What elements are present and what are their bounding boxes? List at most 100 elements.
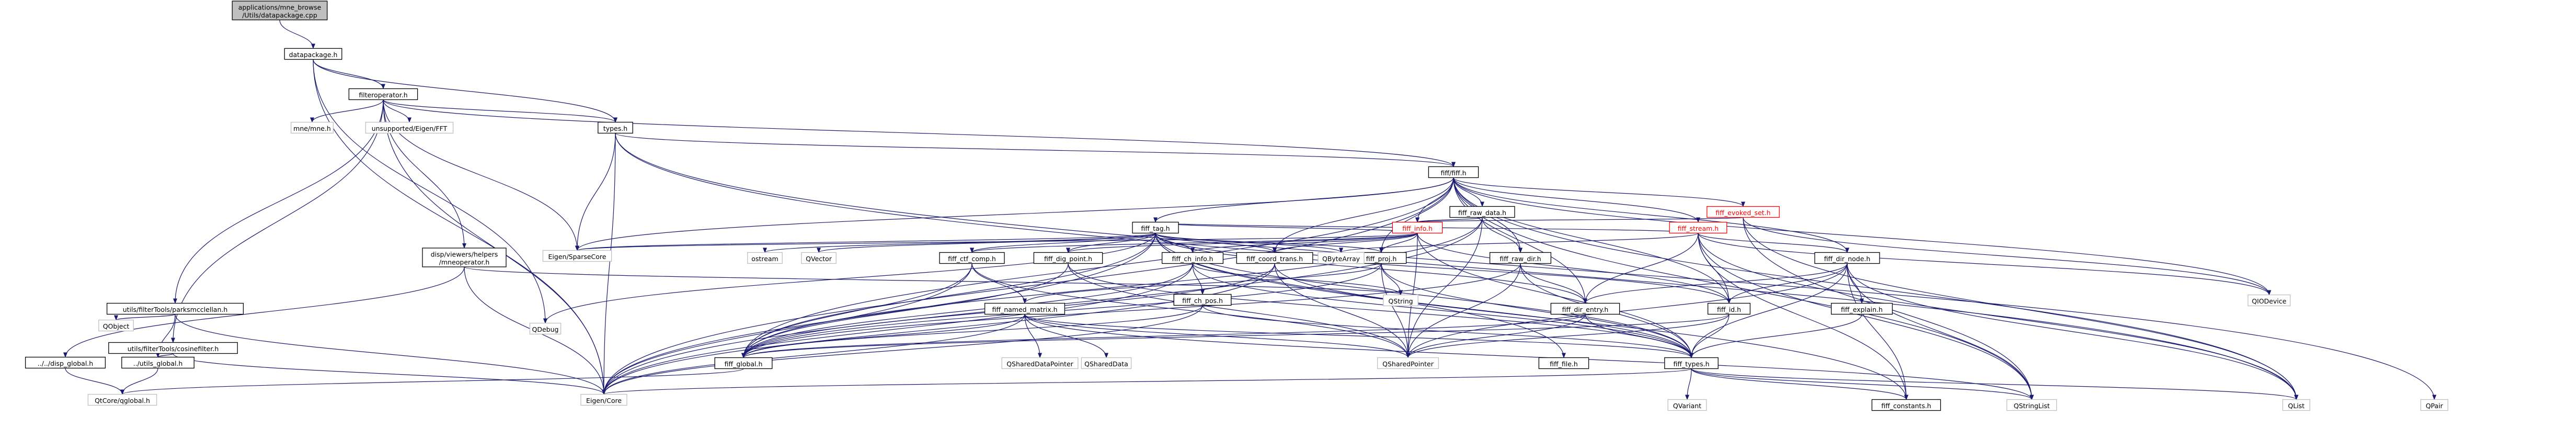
- node-label: fiff_ch_info.h: [1172, 255, 1213, 263]
- node-fifffile[interactable]: fiff_file.h: [1538, 357, 1589, 369]
- node-qvariant[interactable]: QVariant: [1667, 399, 1707, 411]
- edge-dispmnepath-to-qstring: [464, 266, 1403, 296]
- node-fiffchpos[interactable]: fiff_ch_pos.h: [1173, 294, 1232, 306]
- node-fiffevokedset[interactable]: fiff_evoked_set.h: [1707, 206, 1780, 218]
- node-fiffchinfo[interactable]: fiff_ch_info.h: [1161, 252, 1224, 264]
- node-label: ../../disp_global.h: [38, 359, 93, 367]
- node-fifffiff[interactable]: fiff/fiff.h: [1428, 166, 1479, 178]
- node-utilsglobal[interactable]: ../utils_global.h: [121, 356, 194, 369]
- edge-fiffstream-to-fiffconstants: [1698, 233, 1908, 400]
- node-fiffid[interactable]: fiff_id.h: [1707, 302, 1751, 315]
- node-label: ostream: [751, 255, 778, 263]
- node-box: [1707, 302, 1751, 315]
- node-fifftag[interactable]: fiff_tag.h: [1132, 221, 1179, 234]
- node-box: [1132, 221, 1179, 234]
- node-fiffstream[interactable]: fiff_stream.h: [1669, 221, 1727, 234]
- edge-datapackage-to-filteroperator: [313, 59, 385, 89]
- node-qshareddatapointer[interactable]: QSharedDataPointer: [1001, 357, 1079, 369]
- node-box: [2006, 399, 2057, 411]
- node-label: QDebug: [532, 325, 559, 333]
- node-fiffdirnode[interactable]: fiff_dir_node.h: [1814, 252, 1880, 264]
- edge-fiffproj-to-qsharedpointer: [1381, 263, 1410, 358]
- node-label: QIODevice: [2252, 297, 2286, 305]
- edge-fifffiff-to-fiffinfo: [1415, 177, 1454, 223]
- node-box: [801, 252, 837, 264]
- node-types[interactable]: types.h: [598, 121, 633, 134]
- node-fifftypes[interactable]: fiff_types.h: [1664, 357, 1719, 369]
- node-eigencore[interactable]: Eigen/Core: [580, 394, 627, 406]
- node-box: [1033, 252, 1103, 264]
- node-fiffconstants[interactable]: fiff_constants.h: [1871, 399, 1941, 411]
- node-label: utils/filterTools/cosinefilter.h: [128, 345, 219, 353]
- node-fiffglobal[interactable]: fiff_global.h: [714, 357, 773, 369]
- node-fiffinfo[interactable]: fiff_info.h: [1392, 221, 1443, 234]
- node-fiffrawdata[interactable]: fiff_raw_data.h: [1449, 206, 1515, 218]
- edge-fiffid-to-fiffglobal: [741, 314, 1730, 358]
- node-qstring[interactable]: QString: [1383, 294, 1418, 307]
- node-cosinefilter[interactable]: utils/filterTools/cosinefilter.h: [108, 342, 238, 354]
- node-qdebug[interactable]: QDebug: [529, 322, 562, 335]
- node-filteroperator[interactable]: filteroperator.h: [348, 88, 418, 100]
- edge-fiffevokedset-to-qiodevice: [1743, 217, 2271, 296]
- edge-fifftag-to-fiffdirentry: [1155, 233, 1587, 304]
- edge-datapackage-to-types: [313, 59, 617, 123]
- edge-types-to-eigensparse: [575, 133, 616, 251]
- node-qbytearray[interactable]: QByteArray: [1318, 252, 1365, 264]
- node-qtcoreglobal[interactable]: QtCore/qglobal.h: [87, 394, 157, 406]
- edge-fiffinfo-to-fiffid: [1417, 233, 1731, 304]
- edge-fiffstream-to-qstringlist: [1698, 233, 2034, 400]
- node-box: [1538, 357, 1589, 369]
- node-label: QSharedData: [1084, 360, 1128, 368]
- node-dispmnepath[interactable]: disp/viewers/helpers/mneoperator.h: [422, 248, 507, 267]
- node-fiffdirentry[interactable]: fiff_dir_entry.h: [1550, 302, 1620, 315]
- node-dispglobal[interactable]: ../../disp_global.h: [25, 356, 106, 369]
- edge-cosinefilter-to-eigencore: [173, 353, 606, 395]
- node-label: fiff_raw_data.h: [1458, 209, 1506, 217]
- node-datapackage[interactable]: datapackage.h: [284, 48, 342, 60]
- edge-fiffdigpoint-to-qsharedpointer: [1068, 263, 1410, 358]
- node-mnemne[interactable]: mne/mne.h: [290, 121, 334, 134]
- node-qiodevice[interactable]: QIODevice: [2247, 294, 2291, 307]
- node-qsharedpointer[interactable]: QSharedPointer: [1377, 357, 1439, 369]
- edge-fiffstream-to-qlist: [1698, 233, 2298, 400]
- node-ostream[interactable]: ostream: [747, 252, 783, 264]
- edge-fiffrawdata-to-qsharedpointer: [1406, 217, 1483, 358]
- edge-filteroperator-to-fifffiff: [383, 99, 1456, 167]
- edge-fiffcoordtrans-to-fifftypes: [1274, 263, 1693, 358]
- edge-fifftag-to-fifftypes: [1155, 233, 1693, 358]
- node-box: [2282, 399, 2310, 411]
- edge-fifftag-to-qdebug: [543, 233, 1156, 324]
- node-qobject[interactable]: QObject: [98, 319, 134, 332]
- nodes-layer: applications/mne_browse/Utils/datapackag…: [25, 1, 2448, 411]
- node-qshareddata[interactable]: QSharedData: [1081, 357, 1132, 369]
- node-eigensparse[interactable]: Eigen/SparseCore: [542, 250, 612, 262]
- node-label: fiff_dig_point.h: [1044, 255, 1092, 263]
- node-box: [1377, 357, 1439, 369]
- edge-fiffdirnode-to-fiffconstants: [1847, 263, 1908, 400]
- edge-fifftag-to-fiffdigpoint: [1066, 233, 1156, 253]
- edge-fiffrawdir-to-fiffglobal: [741, 263, 1521, 358]
- node-label: fiff_ch_pos.h: [1182, 297, 1223, 305]
- node-fiffnamedmatrix[interactable]: fiff_named_matrix.h: [984, 302, 1066, 315]
- node-parksmcclellan[interactable]: utils/filterTools/parksmcclellan.h: [106, 302, 244, 315]
- node-box: [1428, 166, 1479, 178]
- node-fiffrawdir[interactable]: fiff_raw_dir.h: [1489, 252, 1552, 264]
- node-fiffdigpoint[interactable]: fiff_dig_point.h: [1033, 252, 1103, 264]
- node-box: [25, 356, 106, 369]
- node-qlist[interactable]: QList: [2282, 399, 2310, 411]
- node-box: [529, 322, 562, 335]
- node-qvector[interactable]: QVector: [801, 252, 837, 264]
- node-root[interactable]: applications/mne_browse/Utils/datapackag…: [232, 1, 328, 20]
- node-label: QVariant: [1673, 402, 1701, 410]
- edge-fiffdigpoint-to-fiffglobal: [741, 263, 1069, 358]
- node-eigenfft[interactable]: unsupported/Eigen/FFT: [365, 121, 454, 134]
- node-fiffcoordtrans[interactable]: fiff_coord_trans.h: [1236, 252, 1313, 264]
- node-qstringlist[interactable]: QStringList: [2006, 399, 2057, 411]
- node-fiffexplain[interactable]: fiff_explain.h: [1830, 302, 1893, 315]
- edge-cosinefilter-to-utilsglobal: [156, 352, 174, 358]
- node-box: [939, 252, 1005, 264]
- node-qpair[interactable]: QPair: [2420, 399, 2448, 411]
- node-box: [121, 356, 194, 369]
- node-fiffctfcomp[interactable]: fiff_ctf_comp.h: [939, 252, 1005, 264]
- node-box: [1161, 252, 1224, 264]
